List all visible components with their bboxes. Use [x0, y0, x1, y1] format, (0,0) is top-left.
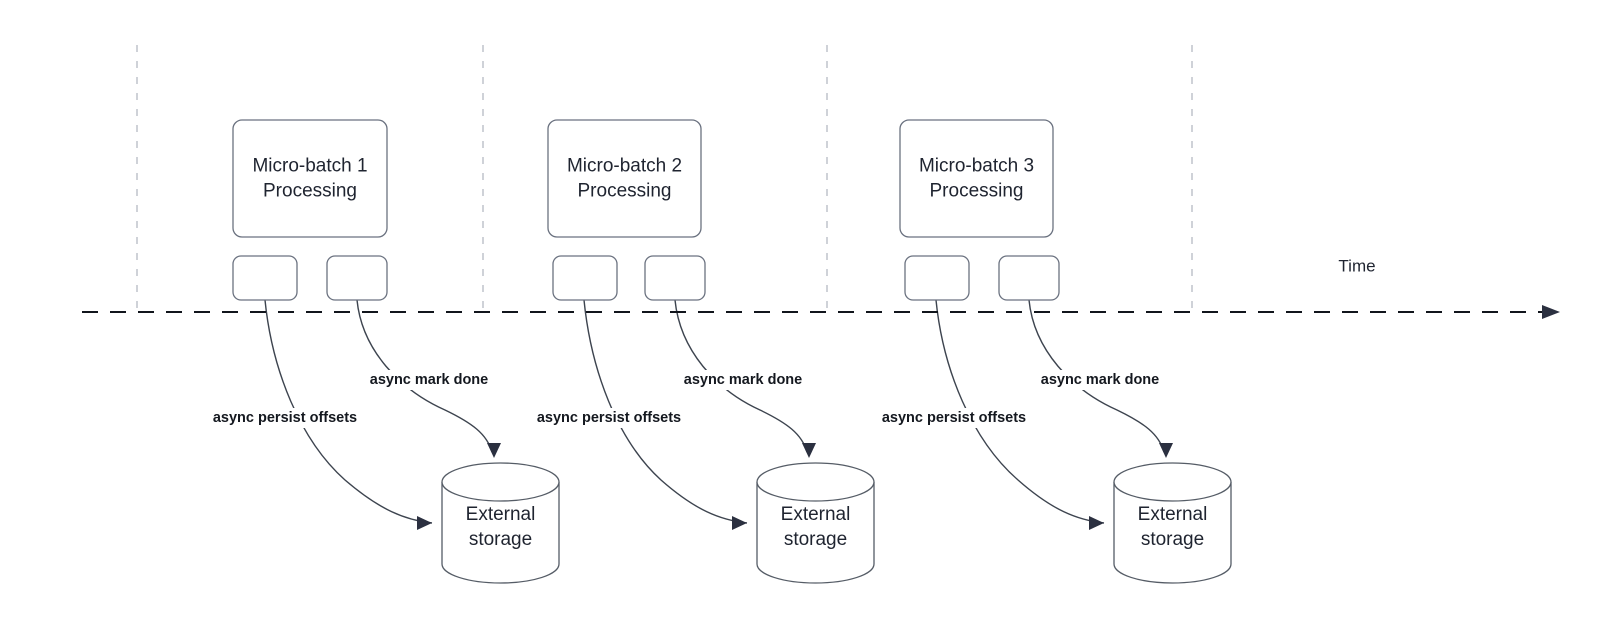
external-storage-1-body — [441, 482, 560, 584]
external-storage-1-label-line2: storage — [469, 529, 532, 550]
external-storage-2[interactable]: External storage — [756, 462, 875, 584]
async-mark-done-2-curve — [674, 299, 808, 453]
async-persist-offsets-2-curve — [583, 299, 748, 524]
micro-batch-2-title-line1: Micro-batch 2 — [567, 156, 682, 177]
external-storage-3-body — [1113, 482, 1232, 584]
external-storage-3[interactable]: External storage — [1113, 462, 1232, 584]
task-slot-3a[interactable] — [904, 255, 970, 301]
external-storage-1[interactable]: External storage — [441, 462, 560, 584]
async-mark-done-2-label-bg — [679, 370, 807, 390]
time-axis-arrowhead — [1542, 305, 1560, 319]
async-mark-done-1-arrowhead — [487, 443, 501, 458]
external-storage-2-label-line1: External — [781, 504, 851, 525]
external-storage-2-label-line2: storage — [784, 529, 847, 550]
async-mark-done-2-label: async mark done — [684, 372, 802, 388]
external-storage-3-label-line2: storage — [1141, 529, 1204, 550]
async-persist-offsets-1-curve — [264, 299, 433, 524]
async-persist-offsets-3-arrowhead — [1089, 516, 1104, 530]
task-slot-1a[interactable] — [232, 255, 298, 301]
micro-batch-3-node[interactable]: Micro-batch 3 Processing — [899, 119, 1054, 238]
async-persist-offsets-1-label-bg — [198, 408, 372, 428]
micro-batch-1-node[interactable]: Micro-batch 1 Processing — [232, 119, 388, 238]
edge-labels-group: async persist offsets async mark done asyn… — [198, 370, 1164, 428]
async-persist-offsets-1-arrowhead — [417, 516, 432, 530]
async-persist-offsets-2-label-bg — [522, 408, 696, 428]
async-mark-done-3-label-bg — [1036, 370, 1164, 390]
external-storage-3-top — [1113, 462, 1232, 502]
async-mark-done-1-curve — [356, 299, 493, 453]
task-slot-2a[interactable] — [552, 255, 618, 301]
external-storage-3-label-line1: External — [1138, 504, 1208, 525]
flow-curves-group — [264, 299, 1173, 530]
async-mark-done-2-arrowhead — [802, 443, 816, 458]
external-storage-1-top — [441, 462, 560, 502]
async-persist-offsets-3-curve — [935, 299, 1105, 524]
micro-batch-1-box[interactable] — [232, 119, 388, 238]
async-mark-done-3-curve — [1028, 299, 1165, 453]
micro-batch-2-box[interactable] — [547, 119, 702, 238]
micro-batch-3-title-line1: Micro-batch 3 — [919, 156, 1034, 177]
async-persist-offsets-3-label: async persist offsets — [882, 410, 1026, 426]
separator-lines-group — [136, 45, 1193, 312]
async-persist-offsets-2-label: async persist offsets — [537, 410, 681, 426]
time-axis-group: Time — [82, 256, 1560, 319]
micro-batch-2-node[interactable]: Micro-batch 2 Processing — [547, 119, 702, 238]
async-mark-done-1-label: async mark done — [370, 372, 488, 388]
task-slot-1b[interactable] — [326, 255, 388, 301]
task-slot-2b[interactable] — [644, 255, 706, 301]
async-persist-offsets-3-label-bg — [867, 408, 1041, 428]
async-mark-done-3-label: async mark done — [1041, 372, 1159, 388]
time-axis-label: Time — [1338, 256, 1375, 275]
async-mark-done-1-label-bg — [365, 370, 493, 390]
async-mark-done-3-arrowhead — [1159, 443, 1173, 458]
external-storage-1-label-line1: External — [466, 504, 536, 525]
micro-batch-2-title-line2: Processing — [578, 181, 672, 202]
async-persist-offsets-2-arrowhead — [732, 516, 747, 530]
async-persist-offsets-1-label: async persist offsets — [213, 410, 357, 426]
task-slot-3b[interactable] — [998, 255, 1060, 301]
external-storage-2-body — [756, 482, 875, 584]
external-storage-2-top — [756, 462, 875, 502]
micro-batch-3-title-line2: Processing — [930, 181, 1024, 202]
micro-batch-1-title-line1: Micro-batch 1 — [252, 156, 367, 177]
micro-batch-3-box[interactable] — [899, 119, 1054, 238]
micro-batch-1-title-line2: Processing — [263, 181, 357, 202]
